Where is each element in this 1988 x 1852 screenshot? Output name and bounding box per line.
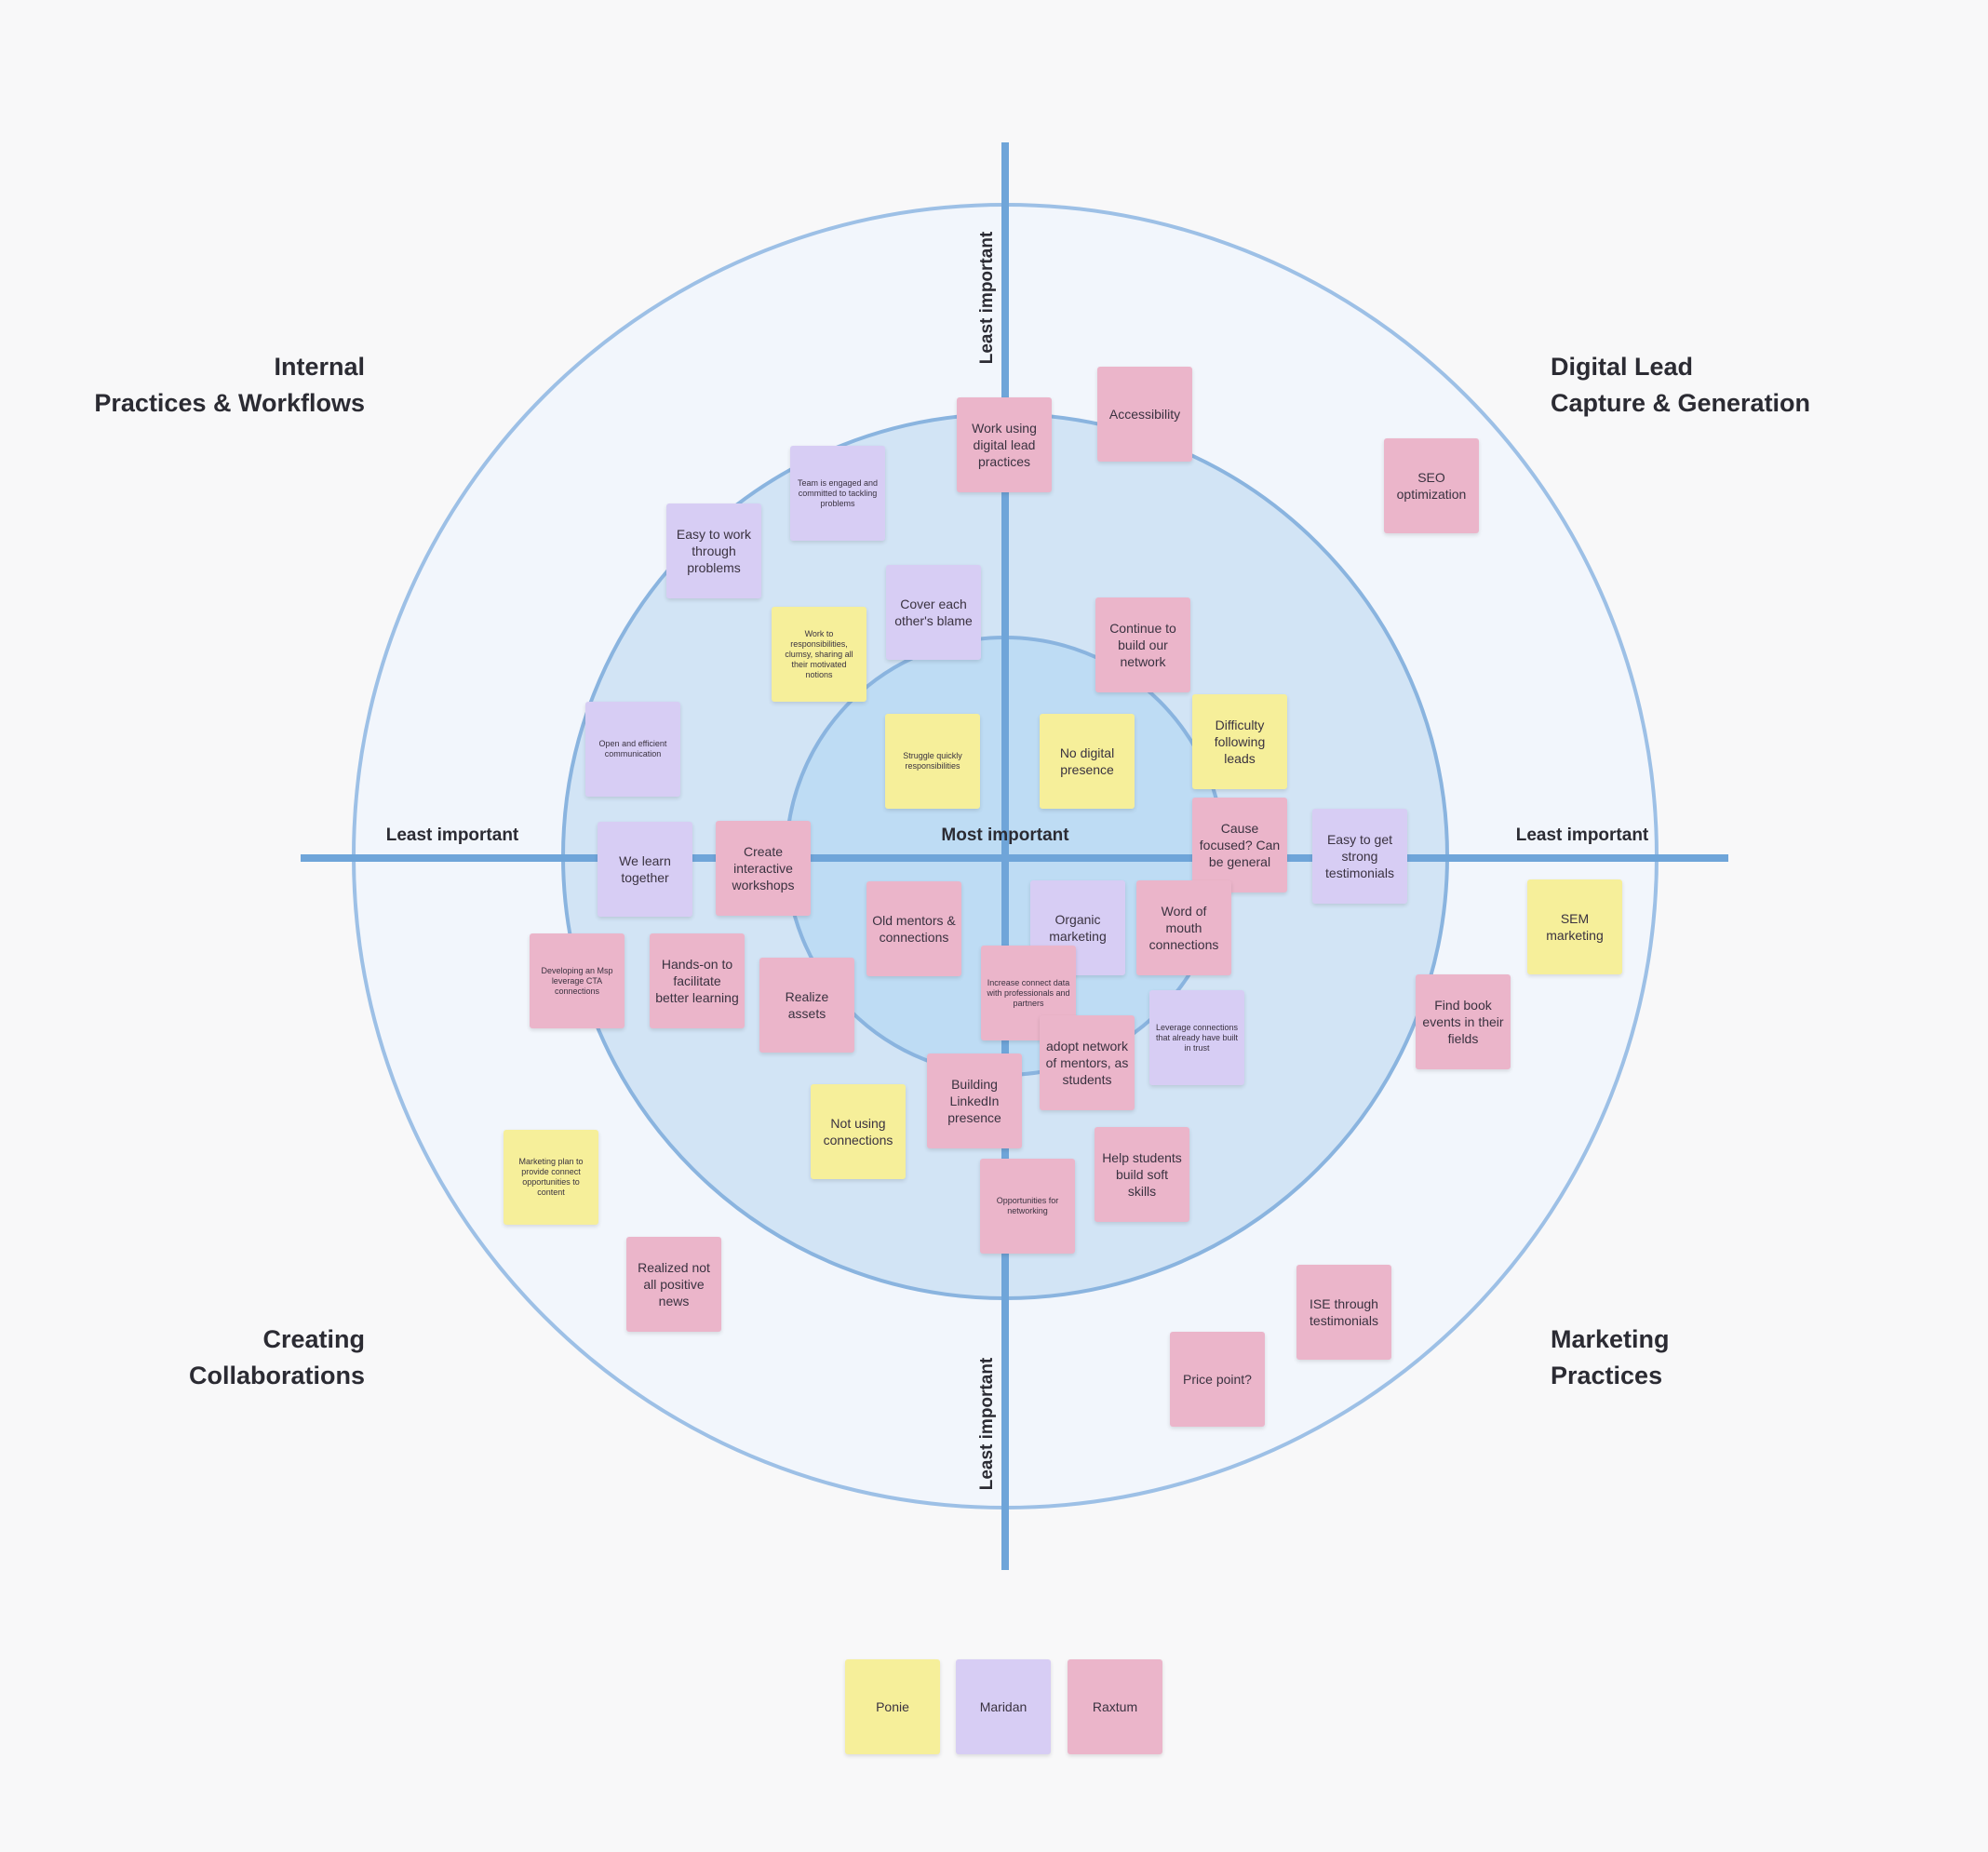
legend-note: Maridan <box>956 1659 1051 1754</box>
sticky-note[interactable]: Struggle quickly responsibilities <box>885 714 980 809</box>
sticky-note[interactable]: Team is engaged and committed to tacklin… <box>790 446 885 541</box>
sticky-note[interactable]: Marketing plan to provide connect opport… <box>504 1130 598 1225</box>
sticky-note[interactable]: Create interactive workshops <box>716 821 811 916</box>
sticky-note[interactable]: Price point? <box>1170 1332 1265 1427</box>
sticky-note[interactable]: Continue to build our network <box>1095 597 1190 692</box>
sticky-note[interactable]: We learn together <box>598 822 692 917</box>
sticky-note[interactable]: Work to responsibilities, clumsy, sharin… <box>772 607 866 702</box>
sticky-note[interactable]: Accessibility <box>1097 367 1192 462</box>
sticky-note[interactable]: SEO optimization <box>1384 438 1479 533</box>
sticky-note[interactable]: Opportunities for networking <box>980 1159 1075 1254</box>
sticky-note[interactable]: adopt network of mentors, as students <box>1040 1015 1135 1110</box>
sticky-note[interactable]: Easy to work through problems <box>666 503 761 598</box>
sticky-note[interactable]: Old mentors & connections <box>866 881 961 976</box>
sticky-note[interactable]: Realize assets <box>759 958 854 1053</box>
sticky-note[interactable]: Leverage connections that already have b… <box>1149 990 1244 1085</box>
legend-note: Ponie <box>845 1659 940 1754</box>
quadrant-title-creating-collaborations: Creating Collaborations <box>188 1325 365 1389</box>
sticky-note[interactable]: Developing an Msp leverage CTA connectio… <box>530 933 625 1028</box>
sticky-note[interactable]: SEM marketing <box>1527 879 1622 974</box>
sticky-note[interactable]: Building LinkedIn presence <box>927 1053 1022 1148</box>
axis-label-bottom: Least important <box>977 1357 997 1491</box>
sticky-note[interactable]: Work using digital lead practices <box>957 397 1052 492</box>
axis-label-top: Least important <box>977 231 997 365</box>
sticky-note[interactable]: Find book events in their fields <box>1416 974 1511 1069</box>
quadrant-title-marketing-practices: Marketing Practices <box>1551 1325 1670 1389</box>
legend-note: Raxtum <box>1068 1659 1162 1754</box>
sticky-note[interactable]: Open and efficient communication <box>585 702 680 797</box>
sticky-note[interactable]: Word of mouth connections <box>1136 880 1231 975</box>
axis-label-right: Least important <box>1515 825 1649 845</box>
sticky-note[interactable]: Increase connect data with professionals… <box>981 946 1076 1040</box>
quadrant-title-digital-lead: Digital Lead Capture & Generation <box>1551 353 1811 417</box>
sticky-note[interactable]: Easy to get strong testimonials <box>1312 809 1407 904</box>
sticky-note[interactable]: No digital presence <box>1040 714 1135 809</box>
sticky-note[interactable]: ISE through testimonials <box>1296 1265 1391 1360</box>
sticky-note[interactable]: Not using connections <box>811 1084 906 1179</box>
sticky-note[interactable]: Realized not all positive news <box>626 1237 721 1332</box>
quadrant-title-internal-practices: Internal Practices & Workflows <box>94 353 365 417</box>
sticky-note[interactable]: Cause focused? Can be general <box>1192 798 1287 892</box>
sticky-note[interactable]: Difficulty following leads <box>1192 694 1287 789</box>
sticky-note[interactable]: Help students build soft skills <box>1095 1127 1189 1222</box>
sticky-note[interactable]: Hands-on to facilitate better learning <box>650 933 745 1028</box>
axis-label-left: Least important <box>385 825 519 845</box>
axis-label-center: Most important <box>941 825 1069 845</box>
sticky-note[interactable]: Cover each other's blame <box>886 565 981 660</box>
